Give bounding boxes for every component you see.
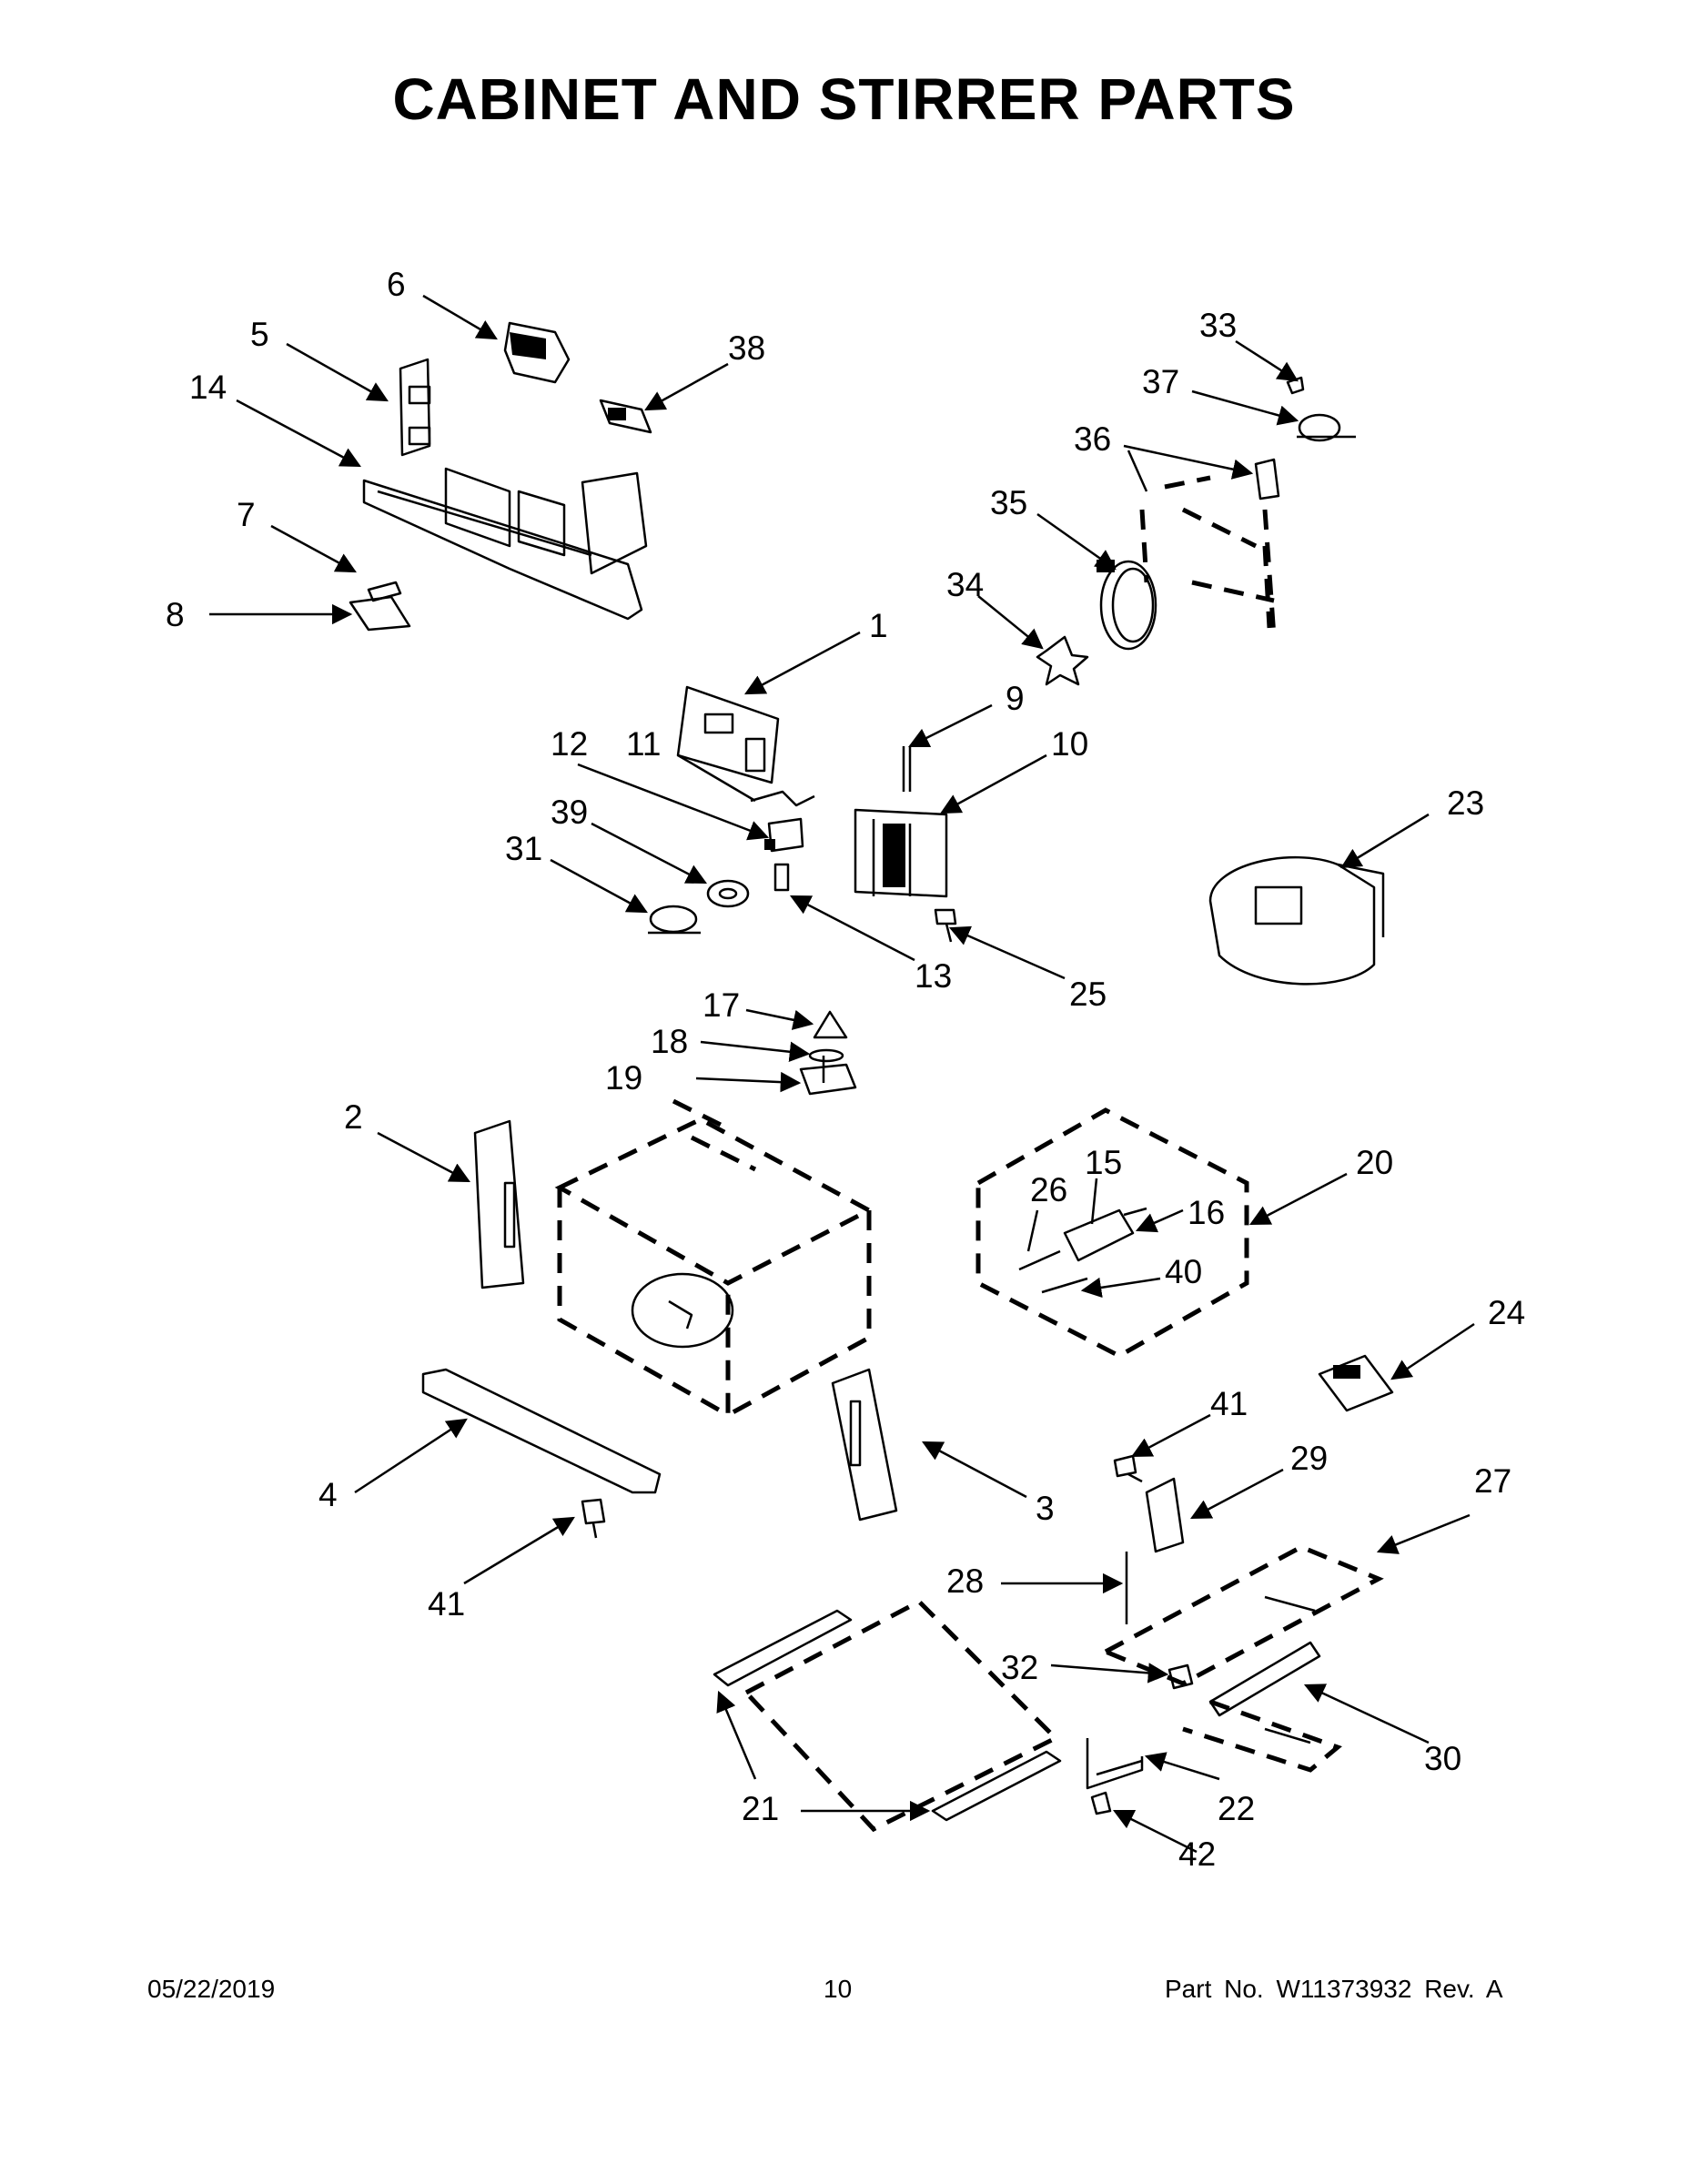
part-2-side-panel — [473, 1119, 525, 1289]
part-30-belt — [1182, 1641, 1342, 1773]
part-7-fuse — [367, 581, 402, 602]
callout-17: 17 — [702, 986, 740, 1024]
part-23-blower-motor — [1208, 855, 1385, 986]
part-8-fuse-holder — [349, 595, 411, 632]
part-41-screw — [581, 1498, 606, 1539]
callout-34: 34 — [946, 566, 984, 603]
callout-15: 15 — [1085, 1144, 1122, 1181]
callout-37: 37 — [1142, 363, 1179, 400]
callout-16: 16 — [1188, 1194, 1225, 1231]
callout-9: 9 — [1006, 680, 1025, 717]
callout-12: 12 — [551, 725, 588, 763]
callout-10: 10 — [1051, 725, 1088, 763]
part-31-thermostat — [648, 905, 701, 935]
callout-39: 39 — [551, 794, 588, 831]
part-32-screw — [1167, 1663, 1194, 1690]
footer-date: 05/22/2019 — [147, 1975, 276, 2003]
part-11-wire — [750, 790, 815, 807]
part-17-cap — [813, 1010, 848, 1039]
callout-labels: 1 2 3 4 5 6 7 8 9 10 11 12 13 14 15 16 1… — [166, 266, 1525, 1873]
callout-35: 35 — [990, 484, 1027, 521]
callout-3: 3 — [1036, 1490, 1055, 1527]
part-27-tray — [1100, 1544, 1384, 1686]
part-29-bracket — [1145, 1477, 1185, 1553]
callout-11: 11 — [626, 725, 661, 763]
callout-40: 40 — [1165, 1253, 1202, 1290]
part-13-fastener — [773, 863, 790, 892]
callout-36: 36 — [1074, 420, 1111, 458]
cabinet-cavity — [554, 1098, 874, 1420]
callout-33: 33 — [1199, 307, 1237, 344]
callout-8: 8 — [166, 596, 185, 633]
part-5-relay-board — [399, 358, 431, 457]
callout-25: 25 — [1069, 976, 1107, 1013]
callout-7: 7 — [237, 496, 256, 533]
callout-30: 30 — [1424, 1740, 1461, 1777]
part-6-connector — [503, 321, 571, 384]
callout-21: 21 — [742, 1790, 779, 1827]
part-38-switch — [599, 399, 652, 434]
part-20-sensor-kit-group — [975, 1107, 1249, 1359]
callout-20: 20 — [1356, 1144, 1393, 1181]
callout-27: 27 — [1474, 1462, 1511, 1500]
part-18-washer — [808, 1048, 844, 1063]
stirrer-bracket-assembly — [1139, 475, 1277, 638]
page-title: CABINET AND STIRRER PARTS — [392, 66, 1296, 132]
footer-part-number: Part No. W11373932 Rev. A — [1165, 1975, 1503, 2003]
part-9-lead — [902, 746, 912, 792]
part-35-stirrer-ring — [1097, 560, 1157, 651]
footer-page-number: 10 — [824, 1975, 853, 2003]
callout-19: 19 — [605, 1059, 642, 1097]
callout-4: 4 — [318, 1476, 338, 1513]
part-1-control-board — [676, 685, 780, 784]
callout-23: 23 — [1447, 784, 1484, 822]
callout-2: 2 — [344, 1098, 363, 1136]
part-21-tray-rails — [713, 1598, 1062, 1833]
callout-22: 22 — [1218, 1790, 1255, 1827]
part-12-sensor — [764, 817, 804, 853]
part-10-transformer — [854, 808, 948, 898]
callout-14: 14 — [189, 369, 227, 406]
part-22-probe — [1086, 1738, 1144, 1790]
callout-6: 6 — [387, 266, 406, 303]
part-14-control-bracket — [362, 467, 648, 621]
part-36-bracket — [1254, 458, 1280, 500]
callout-18: 18 — [651, 1023, 688, 1060]
callout-1: 1 — [869, 607, 888, 644]
part-42-screw — [1090, 1791, 1112, 1815]
part-25-screw — [934, 908, 957, 943]
callout-41b: 41 — [428, 1585, 465, 1623]
part-39-grommet — [706, 879, 750, 908]
callout-26: 26 — [1030, 1171, 1067, 1208]
callout-42: 42 — [1178, 1835, 1216, 1873]
part-19-mount — [799, 1056, 857, 1096]
part-4-rail — [421, 1368, 662, 1494]
callout-31: 31 — [505, 830, 542, 867]
callout-41: 41 — [1210, 1385, 1248, 1422]
part-24-component — [1318, 1354, 1394, 1412]
part-37-thermostat — [1297, 413, 1356, 442]
callout-29: 29 — [1290, 1440, 1328, 1477]
part-34-stirrer-blade — [1036, 635, 1089, 686]
leader-lines — [209, 294, 1475, 1854]
callout-32: 32 — [1001, 1649, 1038, 1686]
callout-24: 24 — [1488, 1294, 1525, 1331]
callout-28: 28 — [946, 1562, 984, 1600]
part-41-screw-right — [1113, 1454, 1143, 1483]
part-3-side-panel — [831, 1368, 898, 1522]
callout-13: 13 — [915, 957, 952, 995]
callout-38: 38 — [728, 329, 765, 367]
callout-5: 5 — [250, 316, 269, 353]
